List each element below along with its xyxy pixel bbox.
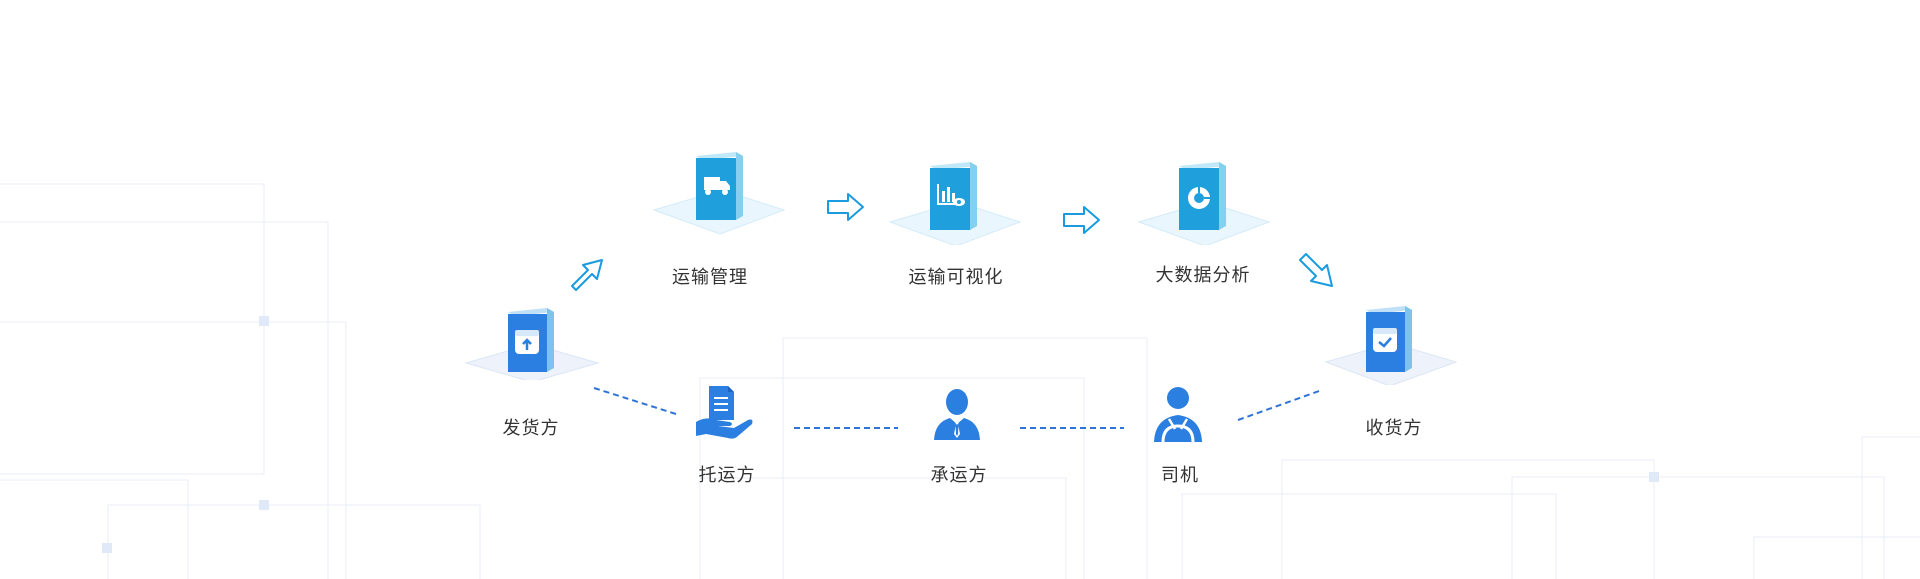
node-visual	[886, 160, 1026, 270]
node-bigdata	[1135, 160, 1275, 270]
label-shipper: 发货方	[502, 418, 560, 439]
businessman-icon	[934, 389, 980, 440]
label-receiver: 收货方	[1365, 418, 1423, 439]
label-transport: 运输管理	[672, 267, 748, 288]
label-bigdata: 大数据分析	[1155, 265, 1251, 286]
arrow-up-right-icon	[571, 259, 603, 291]
label-consignor: 托运方	[698, 465, 756, 486]
chart-eye-icon	[888, 162, 1022, 245]
label-carrier: 承运方	[930, 465, 988, 486]
node-shipper	[462, 300, 602, 410]
node-transport	[650, 150, 790, 260]
driver-icon	[1154, 387, 1202, 442]
hand-document-icon	[696, 386, 753, 439]
label-driver: 司机	[1161, 465, 1199, 486]
arrow-down-right-icon	[1299, 253, 1333, 287]
arrow-right-icon	[1063, 206, 1100, 234]
truck-icon	[652, 152, 786, 235]
label-visual: 运输可视化	[908, 267, 1004, 288]
box-up-icon	[464, 308, 600, 380]
arrow-right-icon	[827, 193, 864, 221]
pie-chart-icon	[1137, 162, 1271, 245]
node-receiver	[1322, 300, 1462, 410]
box-check-icon	[1324, 306, 1458, 385]
